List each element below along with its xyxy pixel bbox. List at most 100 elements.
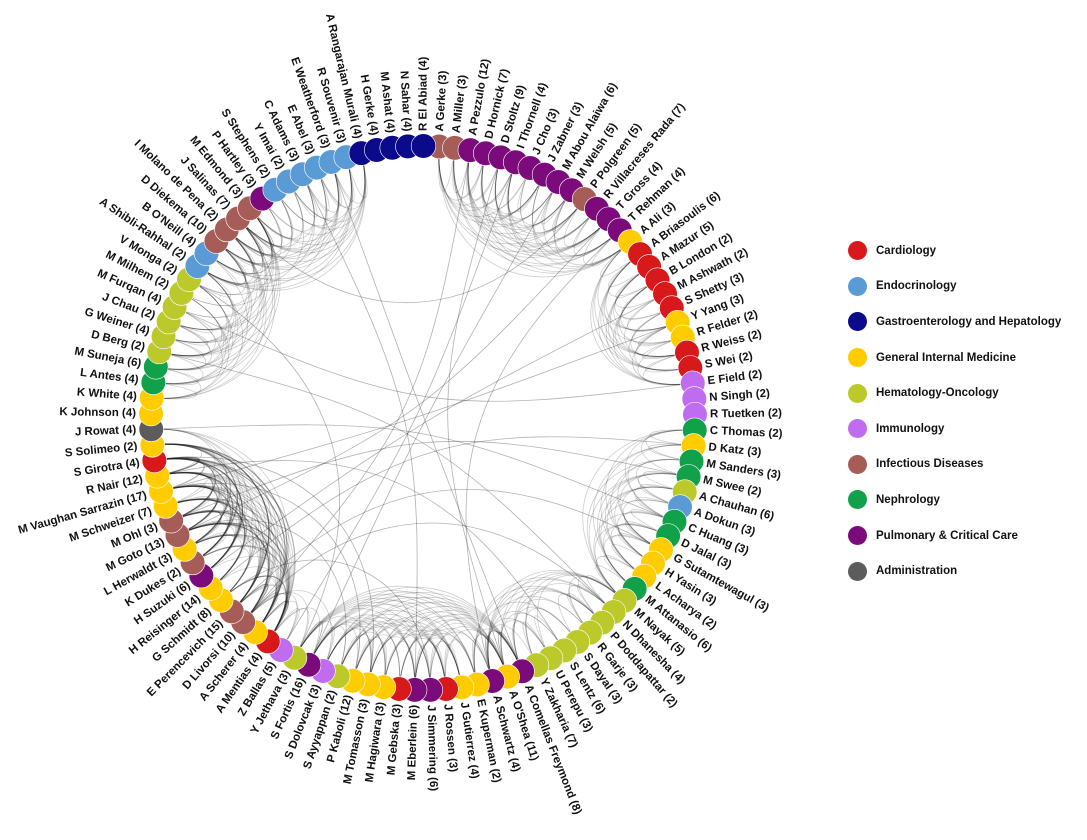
collaboration-edge	[519, 167, 572, 226]
collaboration-edge	[595, 565, 635, 602]
collaboration-edge	[242, 592, 279, 633]
collaboration-edge	[242, 590, 332, 672]
collaboration-edge	[627, 293, 678, 333]
collaboration-edge	[155, 336, 207, 371]
collaboration-edge	[605, 429, 695, 564]
collaboration-edge	[159, 207, 279, 357]
legend-swatch-icon	[848, 490, 867, 510]
collaboration-edge	[500, 619, 551, 677]
collaboration-edge	[639, 484, 685, 508]
collaboration-edge	[573, 208, 621, 256]
collaboration-edge	[157, 472, 266, 612]
collaboration-edge	[322, 610, 463, 688]
collaboration-edge	[157, 472, 241, 576]
collaboration-edge	[267, 608, 310, 658]
collaboration-edge	[627, 444, 694, 522]
collaboration-edge	[572, 208, 609, 248]
collaboration-edge	[220, 559, 431, 690]
collaboration-edge	[157, 472, 241, 577]
collaboration-edge	[294, 601, 447, 690]
collaboration-edge	[231, 584, 287, 642]
collaboration-edge	[308, 586, 523, 672]
collaboration-edge	[471, 639, 493, 685]
collaboration-edge	[610, 459, 692, 564]
collaboration-edge	[249, 153, 366, 246]
collaboration-edge	[188, 240, 247, 296]
collaboration-edge	[481, 153, 531, 210]
collaboration-edge	[568, 585, 614, 633]
legend-item: Immunology	[848, 411, 1087, 447]
collaboration-edge	[322, 623, 401, 689]
collaboration-edge	[154, 456, 374, 685]
collaboration-edge	[249, 161, 339, 242]
author-label: J Rowat (4)	[75, 424, 137, 439]
collaboration-edge	[237, 198, 283, 247]
collaboration-edge	[237, 189, 293, 247]
collaboration-edge	[197, 207, 273, 285]
collaboration-edge	[330, 156, 355, 202]
collaboration-edge	[157, 471, 214, 522]
collaboration-edge	[197, 229, 255, 285]
collaboration-edge	[308, 617, 400, 689]
collaboration-edge	[261, 174, 315, 232]
collaboration-edge	[588, 473, 689, 602]
collaboration-edge	[160, 485, 218, 536]
collaboration-edge	[611, 544, 654, 577]
collaboration-edge	[168, 207, 277, 331]
collaboration-edge	[540, 181, 572, 225]
collaboration-edge	[467, 150, 545, 218]
collaboration-edge	[507, 162, 609, 251]
collaboration-edge	[168, 306, 213, 333]
collaboration-edge	[352, 624, 447, 690]
collaboration-edge	[165, 498, 246, 589]
collaboration-edge	[249, 174, 315, 240]
collaboration-edge	[618, 522, 669, 564]
collaboration-edge	[352, 637, 386, 688]
collaboration-edge	[171, 510, 222, 550]
collaboration-edge	[220, 575, 287, 642]
collaboration-edge	[534, 615, 565, 659]
collaboration-edge	[429, 631, 493, 690]
collaboration-edge	[254, 600, 289, 642]
collaboration-edge	[614, 266, 672, 319]
collaboration-edge	[177, 522, 228, 563]
collaboration-edge	[383, 640, 416, 690]
collaboration-edge	[337, 633, 373, 685]
collaboration-edge	[634, 485, 685, 522]
collaboration-edge	[184, 534, 278, 633]
collaboration-edge	[159, 265, 237, 356]
collaboration-edge	[160, 485, 264, 612]
collaboration-edge	[485, 636, 508, 682]
collaboration-edge	[280, 162, 517, 651]
collaboration-edge	[487, 624, 537, 682]
collaboration-edge	[160, 485, 283, 633]
collaboration-edge	[159, 321, 210, 358]
collaboration-edge	[383, 629, 463, 688]
collaboration-edge	[206, 207, 273, 274]
collaboration-edge	[308, 604, 463, 688]
collaboration-edge	[367, 611, 508, 685]
collaboration-edge	[192, 545, 288, 642]
collaboration-edge	[197, 167, 328, 288]
collaboration-edge	[159, 351, 614, 613]
collaboration-edge	[383, 633, 447, 690]
collaboration-edge	[242, 593, 298, 651]
collaboration-edge	[154, 458, 243, 576]
collaboration-edge	[157, 472, 234, 564]
collaboration-edge	[151, 428, 228, 536]
collaboration-edge	[308, 625, 346, 677]
collaboration-edge	[294, 585, 508, 677]
collaboration-edge	[157, 472, 227, 550]
collaboration-edge	[177, 218, 609, 536]
collaboration-edge	[330, 153, 367, 204]
collaboration-edge	[537, 574, 625, 659]
collaboration-edge	[594, 241, 688, 357]
collaboration-edge	[157, 472, 257, 601]
collaboration-edge	[226, 153, 366, 263]
collaboration-edge	[352, 634, 401, 689]
collaboration-edge	[152, 443, 231, 550]
collaboration-edge	[249, 181, 304, 239]
collaboration-edge	[159, 336, 205, 359]
collaboration-edge	[554, 189, 631, 266]
collaboration-edge	[184, 535, 251, 601]
